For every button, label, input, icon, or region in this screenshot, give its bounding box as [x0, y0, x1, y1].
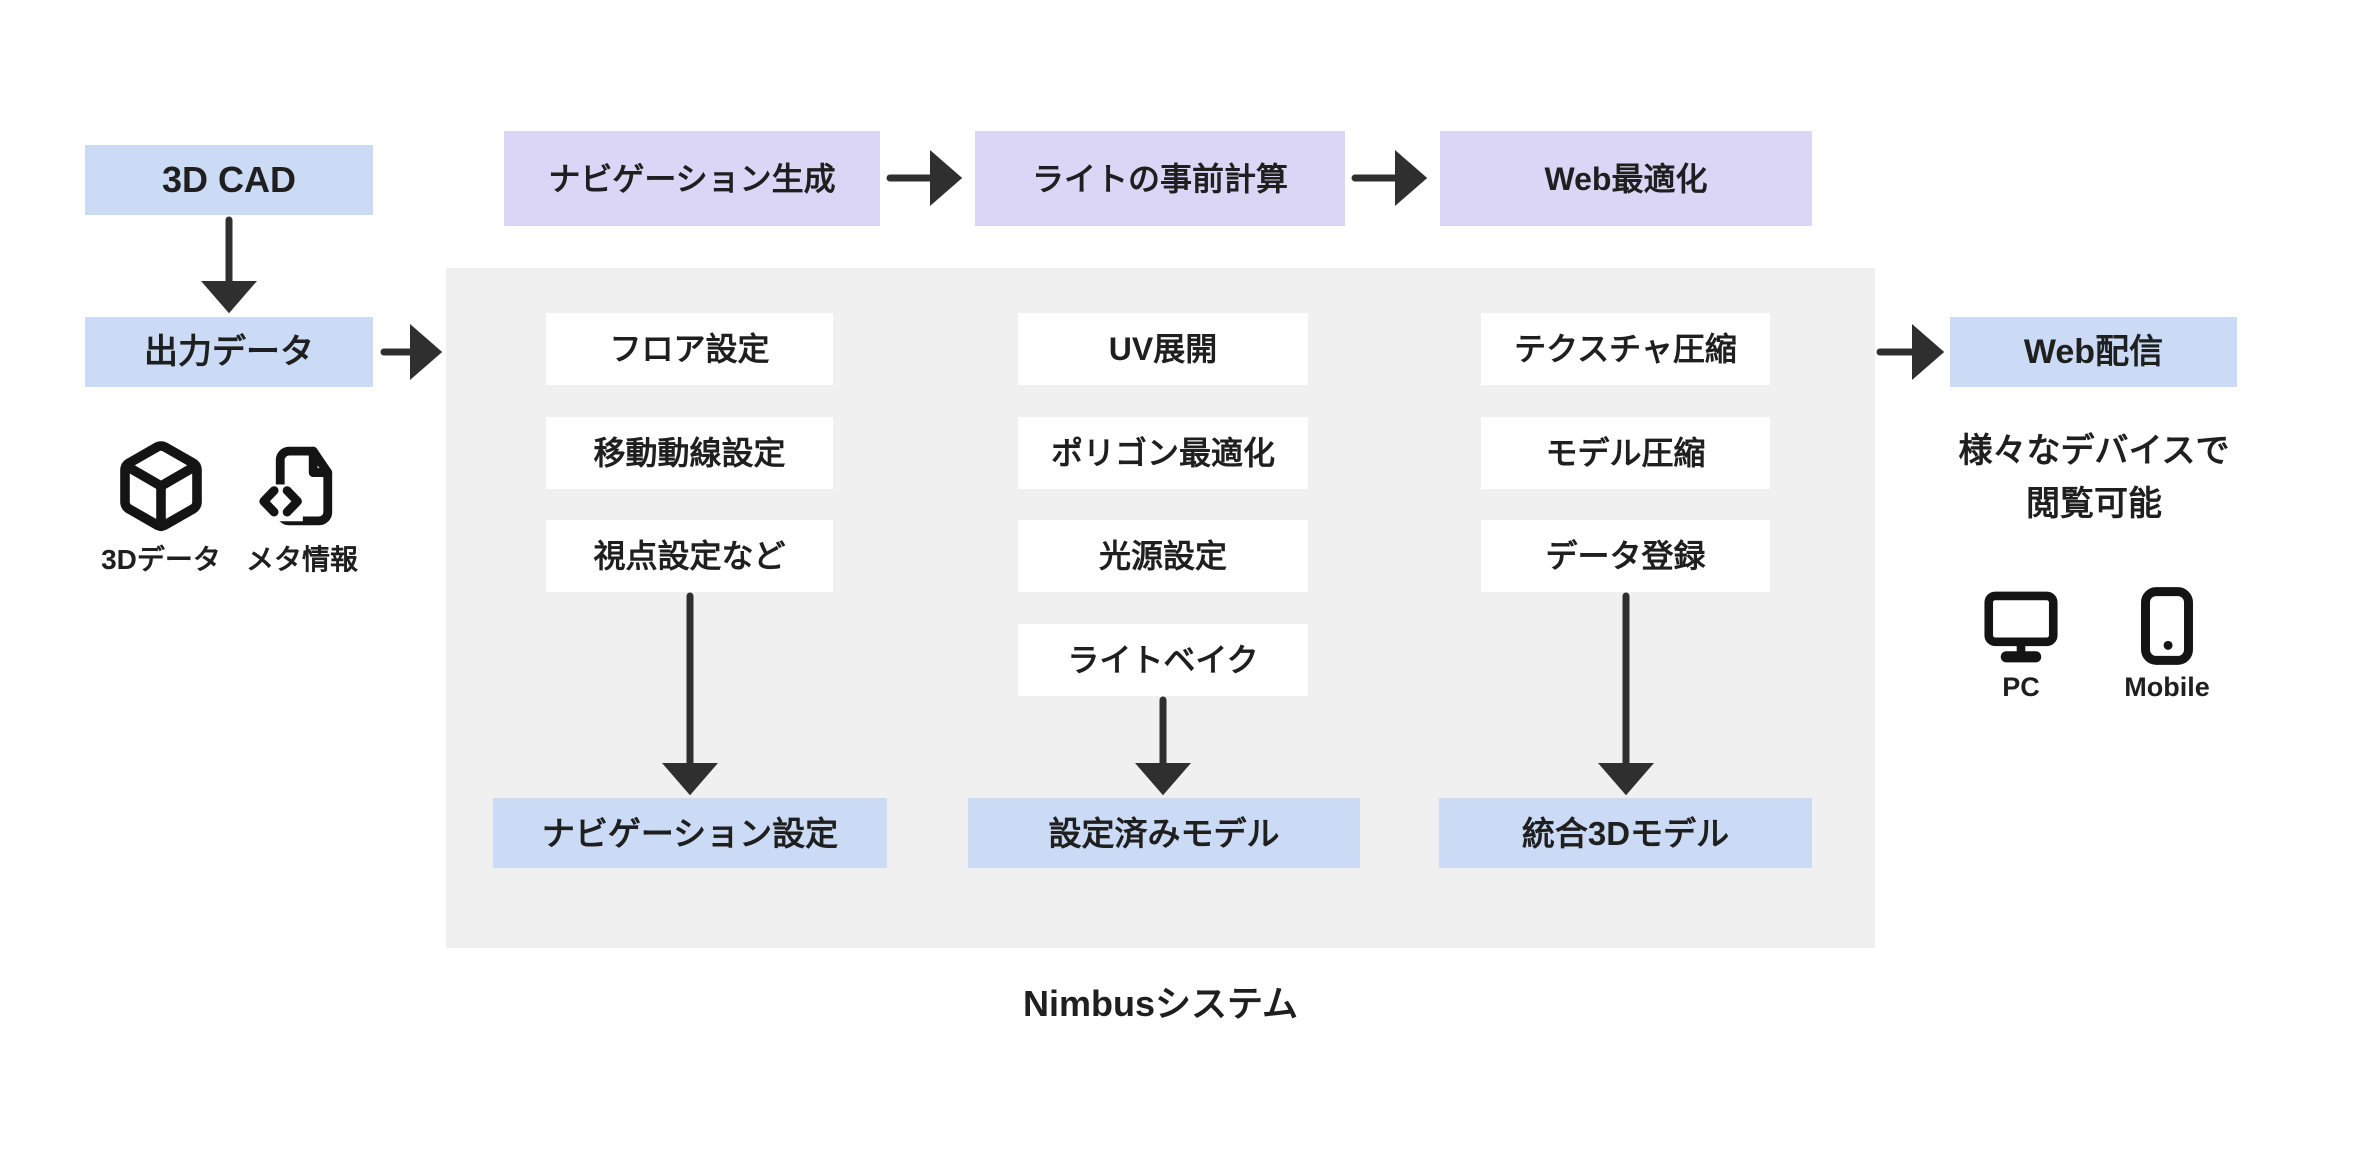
step-polygon-optimization: ポリゴン最適化	[1018, 417, 1308, 489]
step-movement-path-setting: 移動動線設定	[546, 417, 833, 489]
label-mobile: Mobile	[2124, 672, 2210, 702]
result-integrated-3d-model: 統合3Dモデル	[1439, 798, 1812, 868]
box-3d-cad: 3D CAD	[85, 145, 373, 215]
stage-light-precompute: ライトの事前計算	[975, 131, 1345, 226]
result-navigation-setting: ナビゲーション設定	[493, 798, 887, 868]
delivery-caption-line1: 様々なデバイスで	[1958, 432, 2230, 470]
step-viewpoint-setting: 視点設定など	[546, 520, 833, 592]
cube-3d-icon	[113, 438, 209, 534]
box-output-data: 出力データ	[85, 317, 373, 387]
stage-web-optimization: Web最適化	[1440, 131, 1812, 226]
label-pc: PC	[2002, 672, 2040, 702]
file-code-icon	[258, 438, 350, 534]
step-light-source-setting: 光源設定	[1018, 520, 1308, 592]
step-floor-setting: フロア設定	[546, 313, 833, 385]
system-title: Nimbusシステム	[1023, 983, 1298, 1024]
step-texture-compression: テクスチャ圧縮	[1481, 313, 1770, 385]
step-light-bake: ライトベイク	[1018, 624, 1308, 696]
step-model-compression: モデル圧縮	[1481, 417, 1770, 489]
step-uv-unwrap: UV展開	[1018, 313, 1308, 385]
box-web-delivery: Web配信	[1950, 317, 2237, 387]
result-configured-model: 設定済みモデル	[968, 798, 1360, 868]
label-meta-info: メタ情報	[245, 544, 358, 575]
mobile-icon	[2131, 583, 2203, 669]
delivery-caption-line2: 閲覧可能	[2026, 484, 2162, 523]
delivery-caption: 様々なデバイスで 閲覧可能	[1905, 425, 2283, 530]
label-3d-data: 3Dデータ	[101, 544, 221, 575]
stage-navigation-generation: ナビゲーション生成	[504, 131, 880, 226]
pc-icon	[1974, 583, 2068, 669]
step-data-registration: データ登録	[1481, 520, 1770, 592]
